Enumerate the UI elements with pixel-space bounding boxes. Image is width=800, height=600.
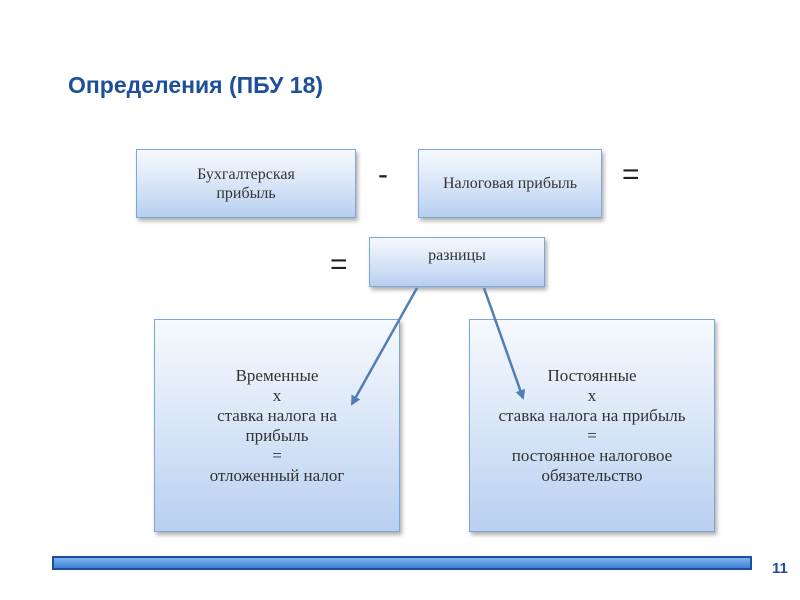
temporary-line: прибыль (245, 425, 309, 445)
equals-operator-right: = (622, 158, 640, 191)
arrow-to-temporary (350, 287, 419, 406)
minus-operator: - (378, 158, 388, 191)
permanent-line: постоянное налоговое (511, 445, 673, 465)
temporary-line: = (272, 445, 282, 465)
accounting-profit-box: Бухгалтерская прибыль (136, 149, 356, 218)
page-number: 11 (772, 560, 788, 577)
tax-profit-label: Налоговая прибыль (442, 175, 578, 192)
differences-box: разницы (369, 237, 545, 287)
permanent-line: = (587, 425, 597, 445)
permanent-line: ставка налога на прибыль (498, 405, 686, 425)
page-title: Определения (ПБУ 18) (68, 72, 324, 98)
permanent-text: Постоянные x ставка налога на прибыль = … (499, 366, 686, 486)
arrow-to-permanent (482, 287, 526, 400)
differences-label: разницы (428, 246, 486, 264)
accounting-profit-label: Бухгалтерская прибыль (197, 165, 295, 202)
temporary-differences-box: Временные x ставка налога на прибыль = о… (154, 319, 400, 532)
permanent-line: x (587, 385, 597, 405)
temporary-line: отложенный налог (209, 465, 345, 485)
permanent-line: Постоянные (547, 365, 637, 385)
temporary-line: Временные (235, 365, 319, 385)
temporary-line: x (272, 385, 282, 405)
footer-bar (52, 556, 752, 570)
temporary-line: ставка налога на (217, 405, 337, 425)
temporary-text: Временные x ставка налога на прибыль = о… (210, 366, 345, 486)
permanent-differences-box: Постоянные x ставка налога на прибыль = … (469, 319, 715, 532)
equals-operator-left: = (330, 248, 348, 281)
tax-profit-box: Налоговая прибыль (418, 149, 602, 218)
permanent-line: обязательство (541, 465, 643, 485)
